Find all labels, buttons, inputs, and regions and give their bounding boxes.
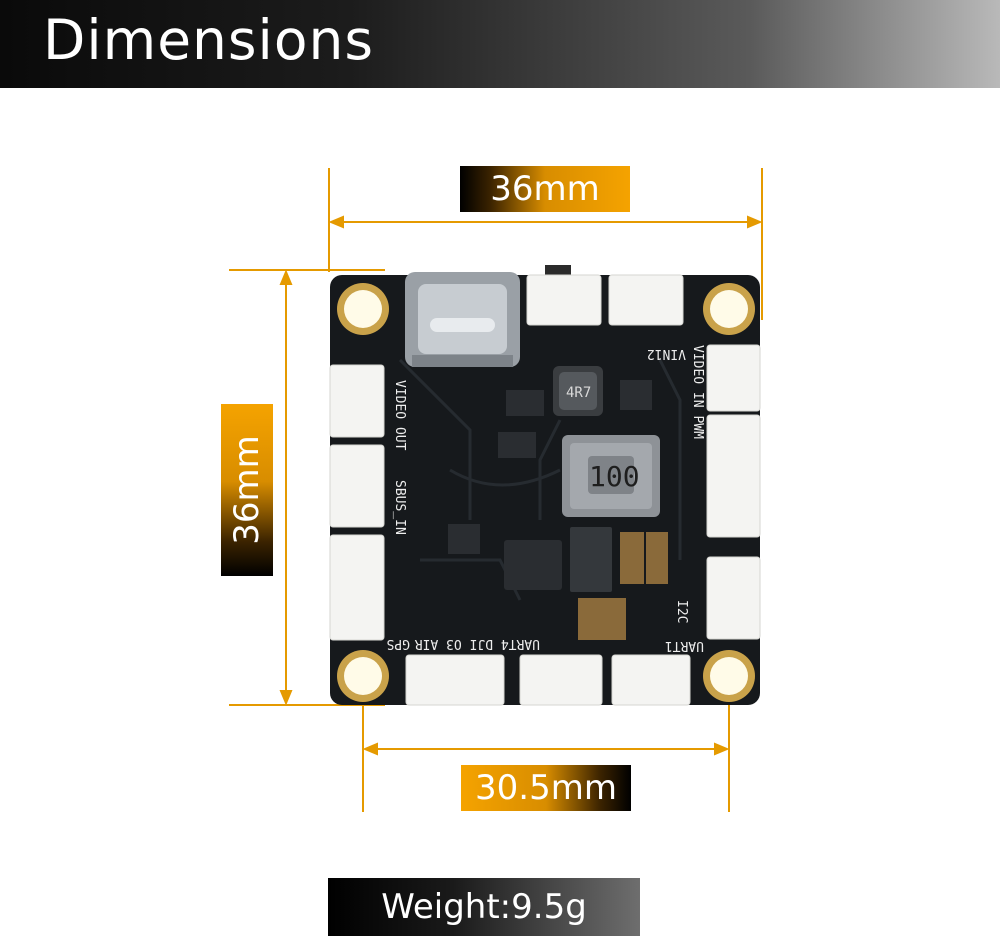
label-i2c: I2C xyxy=(674,600,689,623)
label-4r7: 4R7 xyxy=(566,385,591,401)
label-video-out: VIDEO OUT xyxy=(392,380,407,451)
silkscreen-labels: VIDEO IN PWM VIN12 VIDEO OUT SBUS_IN GPS… xyxy=(387,345,705,653)
flight-controller-board: VIDEO IN PWM VIN12 VIDEO OUT SBUS_IN GPS… xyxy=(329,265,761,706)
label-video-in-pwm: VIDEO IN PWM xyxy=(690,345,705,439)
page-title: Dimensions xyxy=(43,8,375,72)
label-uart1: UART1 xyxy=(665,638,704,653)
dimension-lines xyxy=(229,168,763,812)
header-banner: Dimensions xyxy=(0,0,1000,88)
height-dimension-label: 36mm xyxy=(227,435,267,545)
capacitor xyxy=(646,532,668,584)
jst-connectors xyxy=(329,274,761,706)
mounting-holes xyxy=(337,283,755,702)
ic-chip xyxy=(504,540,562,590)
regulator xyxy=(570,527,612,592)
capacitor xyxy=(620,532,644,584)
height-dimension-badge: 36mm xyxy=(221,404,273,576)
label-dji: UART4 DJI O3 AIR xyxy=(415,636,540,651)
weight-label: Weight:9.5g xyxy=(328,878,640,936)
usb-c-port xyxy=(405,272,520,367)
label-sbus: SBUS_IN xyxy=(392,480,407,535)
label-vin: VIN12 xyxy=(647,346,686,361)
label-gps: GPS xyxy=(387,636,410,651)
capacitor xyxy=(578,598,626,640)
inductor-4r7 xyxy=(553,366,603,416)
label-100: 100 xyxy=(589,460,640,493)
hole-spacing-label: 30.5mm xyxy=(461,765,631,811)
width-dimension-label: 36mm xyxy=(460,166,630,212)
inductor-100 xyxy=(562,435,660,517)
